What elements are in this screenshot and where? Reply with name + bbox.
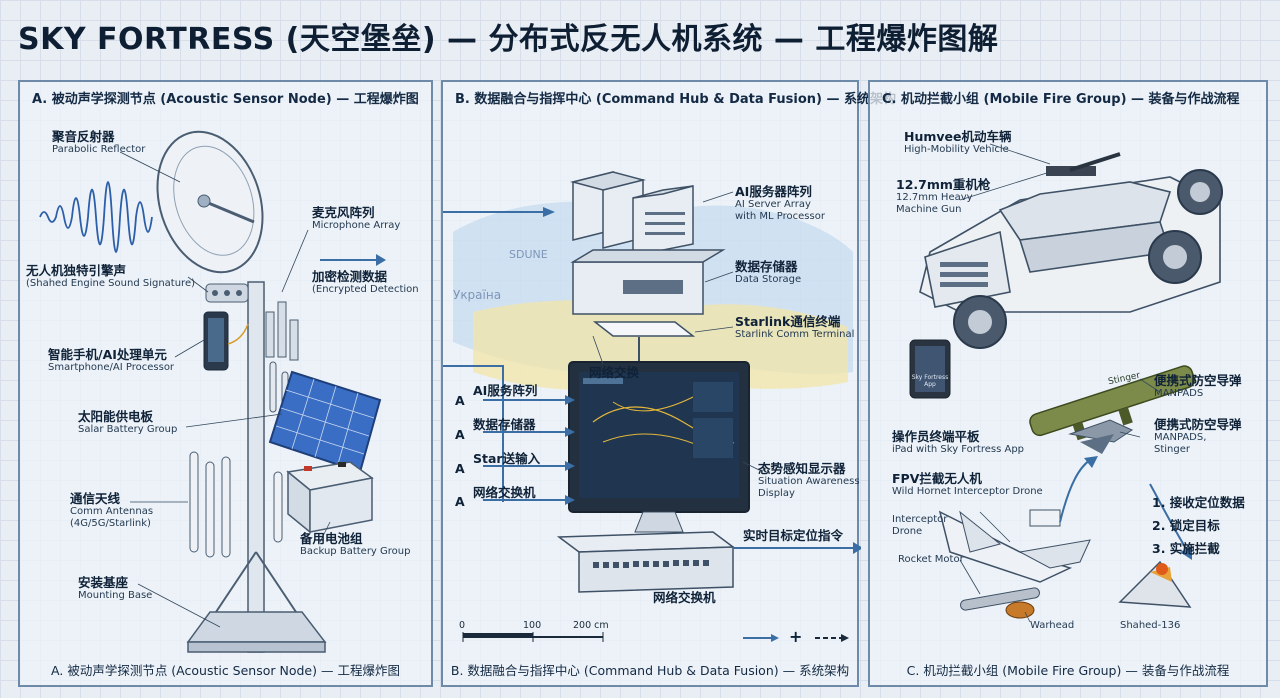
step-3: 3. 实施拦截 [1152,538,1220,557]
scale-200: 200 cm [573,620,609,631]
input-letter: A [455,427,465,442]
label-rocket-motor: Rocket Motor [898,554,964,566]
panel-mobile-fire-group: C. 机动拦截小组 (Mobile Fire Group) — 装备与作战流程 [868,80,1268,687]
label-encrypted-detection: 加密检测数据(Encrypted Detection [312,270,419,296]
label-warhead: Warhead [1030,620,1074,632]
page-title: SKY FORTRESS (天空堡垒) — 分布式反无人机系统 — 工程爆炸图解 [18,14,998,58]
label-shahed: Shahed-136 [1120,620,1180,632]
tablet-screen-text: Sky Fortress App [910,374,950,388]
panel-acoustic-sensor: A. 被动声学探测节点 (Acoustic Sensor Node) — 工程爆… [18,80,433,687]
input-label: Star送输入 [473,448,540,467]
map-text-ukraine: Україна [453,288,501,302]
map-text-sdune: SDUNE [509,248,548,261]
panel-a-footer: A. 被动声学探测节点 (Acoustic Sensor Node) — 工程爆… [20,660,431,679]
input-letter: A [455,461,465,476]
input-letter: A [455,494,465,509]
label-engine-signature: 无人机独特引擎声(Shahed Engine Sound Signature) [26,264,195,290]
step-1: 1. 接收定位数据 [1152,492,1245,511]
legend-plus: + [789,627,802,646]
label-realtime-command: 实时目标定位指令 [743,525,843,544]
input-label: AI服务阵列 [473,380,537,399]
scale-100: 100 [523,620,541,631]
panel-c-footer: C. 机动拦截小组 (Mobile Fire Group) — 装备与作战流程 [870,660,1266,679]
step-2: 2. 锁定目标 [1152,515,1220,534]
panel-command-hub: B. 数据融合与指挥中心 (Command Hub & Data Fusion)… [441,80,859,687]
input-label: 网络交换机 [473,482,536,501]
scale-0: 0 [459,620,465,631]
panel-b-footer: B. 数据融合与指挥中心 (Command Hub & Data Fusion)… [443,660,857,679]
label-network-switch-bottom: 网络交换机 [653,587,716,606]
input-letter: A [455,393,465,408]
label-network-switch-top: 网络交换 [589,362,639,381]
input-label: 数据存储器 [473,414,536,433]
